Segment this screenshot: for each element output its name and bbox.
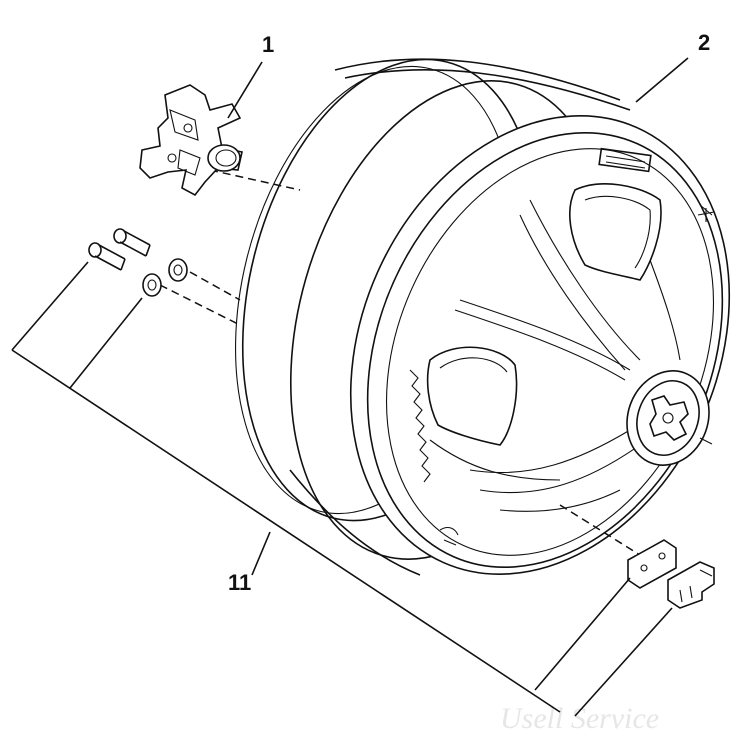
drum-logo-plate [598, 147, 652, 173]
shaft-line-clips [559, 504, 641, 556]
hub-shaft-stub [699, 437, 713, 445]
washer-lower [142, 273, 162, 297]
bracket-part [139, 84, 243, 197]
leader-part-11-clip [574, 607, 673, 717]
drum-logo-lines [605, 155, 646, 169]
clip-bracket-details [679, 569, 713, 603]
leader-part-1 [227, 61, 263, 119]
drum-vane-4 [469, 429, 631, 474]
fasteners-right [627, 539, 715, 609]
drum-window-upper [569, 183, 662, 281]
bracket-hole-2 [167, 153, 177, 163]
leader-part-11-label [251, 531, 271, 576]
drum-assembly [234, 58, 731, 576]
clip-bracket-body [667, 561, 715, 609]
bolt-upper-shank [119, 230, 151, 257]
washer-lower-hole [147, 279, 157, 291]
drum-vane-5 [499, 489, 621, 512]
drum-vane-2 [459, 299, 631, 371]
label-part-2: 2 [698, 30, 710, 55]
drum-right-symbol [697, 204, 715, 222]
drum-vane-3 [649, 259, 681, 361]
watermark-text: Usell Service [500, 702, 659, 735]
drum-hub-inner [636, 380, 700, 456]
leader-part-11-washer [69, 297, 143, 389]
drum-bottom-edge [289, 469, 421, 576]
drum-serration-strip [409, 369, 431, 483]
bolt-lower-head [88, 242, 102, 258]
drum-top-edge [334, 58, 621, 101]
drum-window-lower [426, 346, 518, 446]
clip-plate-hole-2 [658, 552, 666, 560]
bolt-upper [113, 228, 151, 257]
shaft-line-bolt-2 [159, 284, 241, 326]
bracket-boss-bore [215, 149, 237, 167]
drum-vane-1 [529, 199, 641, 361]
drum-vane-6 [429, 439, 561, 481]
drum-vane-2b [454, 309, 626, 381]
bracket-boss [207, 144, 241, 172]
drum-front-rim [349, 115, 731, 575]
washer-upper [168, 258, 188, 282]
leader-part-11-main [11, 349, 561, 713]
drum-window-lower-inner [439, 357, 508, 373]
drum-window-upper-inner [584, 195, 651, 269]
bolt-upper-head [113, 228, 127, 244]
label-part-1: 1 [262, 32, 274, 57]
washer-upper-outer [168, 258, 188, 282]
leader-part-2 [635, 57, 689, 103]
bracket-hole-1 [183, 123, 193, 133]
label-part-11: 11 [228, 570, 251, 595]
leader-part-11-bolt [11, 261, 89, 351]
drum-vane-4b [479, 444, 641, 494]
drum-bottom-symbol [439, 526, 459, 546]
clip-bracket [667, 561, 715, 609]
drum-hub-center [662, 412, 674, 424]
bracket-body [139, 84, 243, 197]
bolt-lower-shank [94, 244, 126, 271]
bracket-ribs [169, 109, 201, 176]
shaft-line-bracket [209, 169, 301, 191]
drum-vane-1b [519, 214, 626, 371]
fasteners-left [88, 228, 188, 297]
leader-part-11-plate [534, 577, 631, 691]
bolt-lower [88, 242, 126, 271]
drum-hub-spider [649, 395, 689, 441]
clip-plate-hole-1 [640, 564, 648, 572]
washer-upper-hole [173, 264, 183, 276]
drum-top-edge-inner [344, 69, 631, 111]
shaft-line-bolt-1 [189, 271, 241, 301]
washer-lower-outer [142, 273, 162, 297]
